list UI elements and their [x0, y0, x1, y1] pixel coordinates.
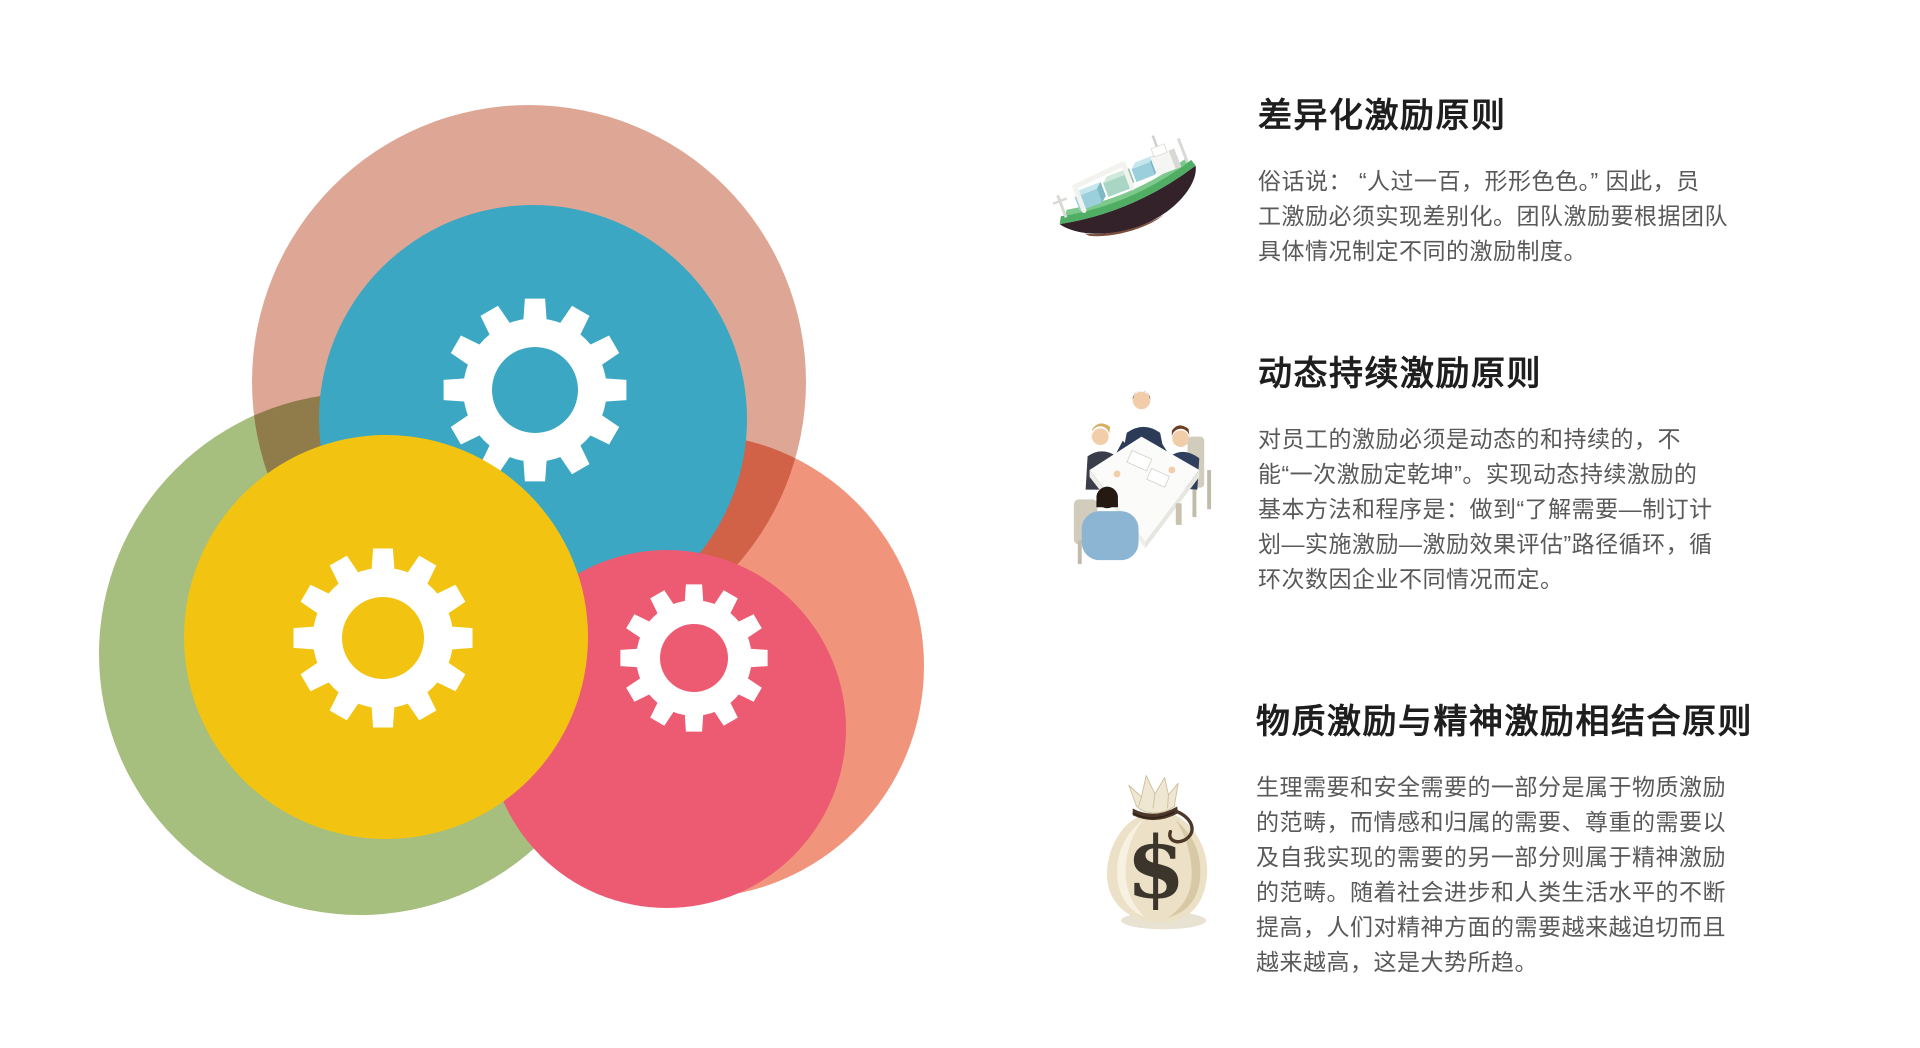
principle-body: 生理需要和安全需要的一部分是属于物质激励 的范畴，而情感和归属的需要、尊重的需要… — [1256, 774, 1726, 975]
dollar-sign: $ — [1126, 818, 1185, 918]
incentive-gears-diagram — [99, 105, 924, 915]
principle-heading: 物质激励与精神激励相结合原则 — [1256, 703, 1753, 741]
principle-heading: 动态持续激励原则 — [1258, 355, 1542, 393]
team-meeting-icon — [1050, 372, 1232, 573]
principle-body: 对员工的激励必须是动态的和持续的，不 能“一次激励定乾坤”。实现动态持续激励的 … — [1258, 426, 1713, 592]
principle-heading: 差异化激励原则 — [1258, 97, 1507, 135]
gear-icon — [620, 584, 768, 732]
cargo-ship-icon — [1048, 128, 1216, 271]
money-bag-icon: $ — [1078, 764, 1228, 941]
principle-body: 俗话说： “人过一百，形形色色。” 因此，员 工激励必须实现差别化。团队激励要根… — [1258, 168, 1728, 264]
gear-icon — [293, 548, 473, 728]
